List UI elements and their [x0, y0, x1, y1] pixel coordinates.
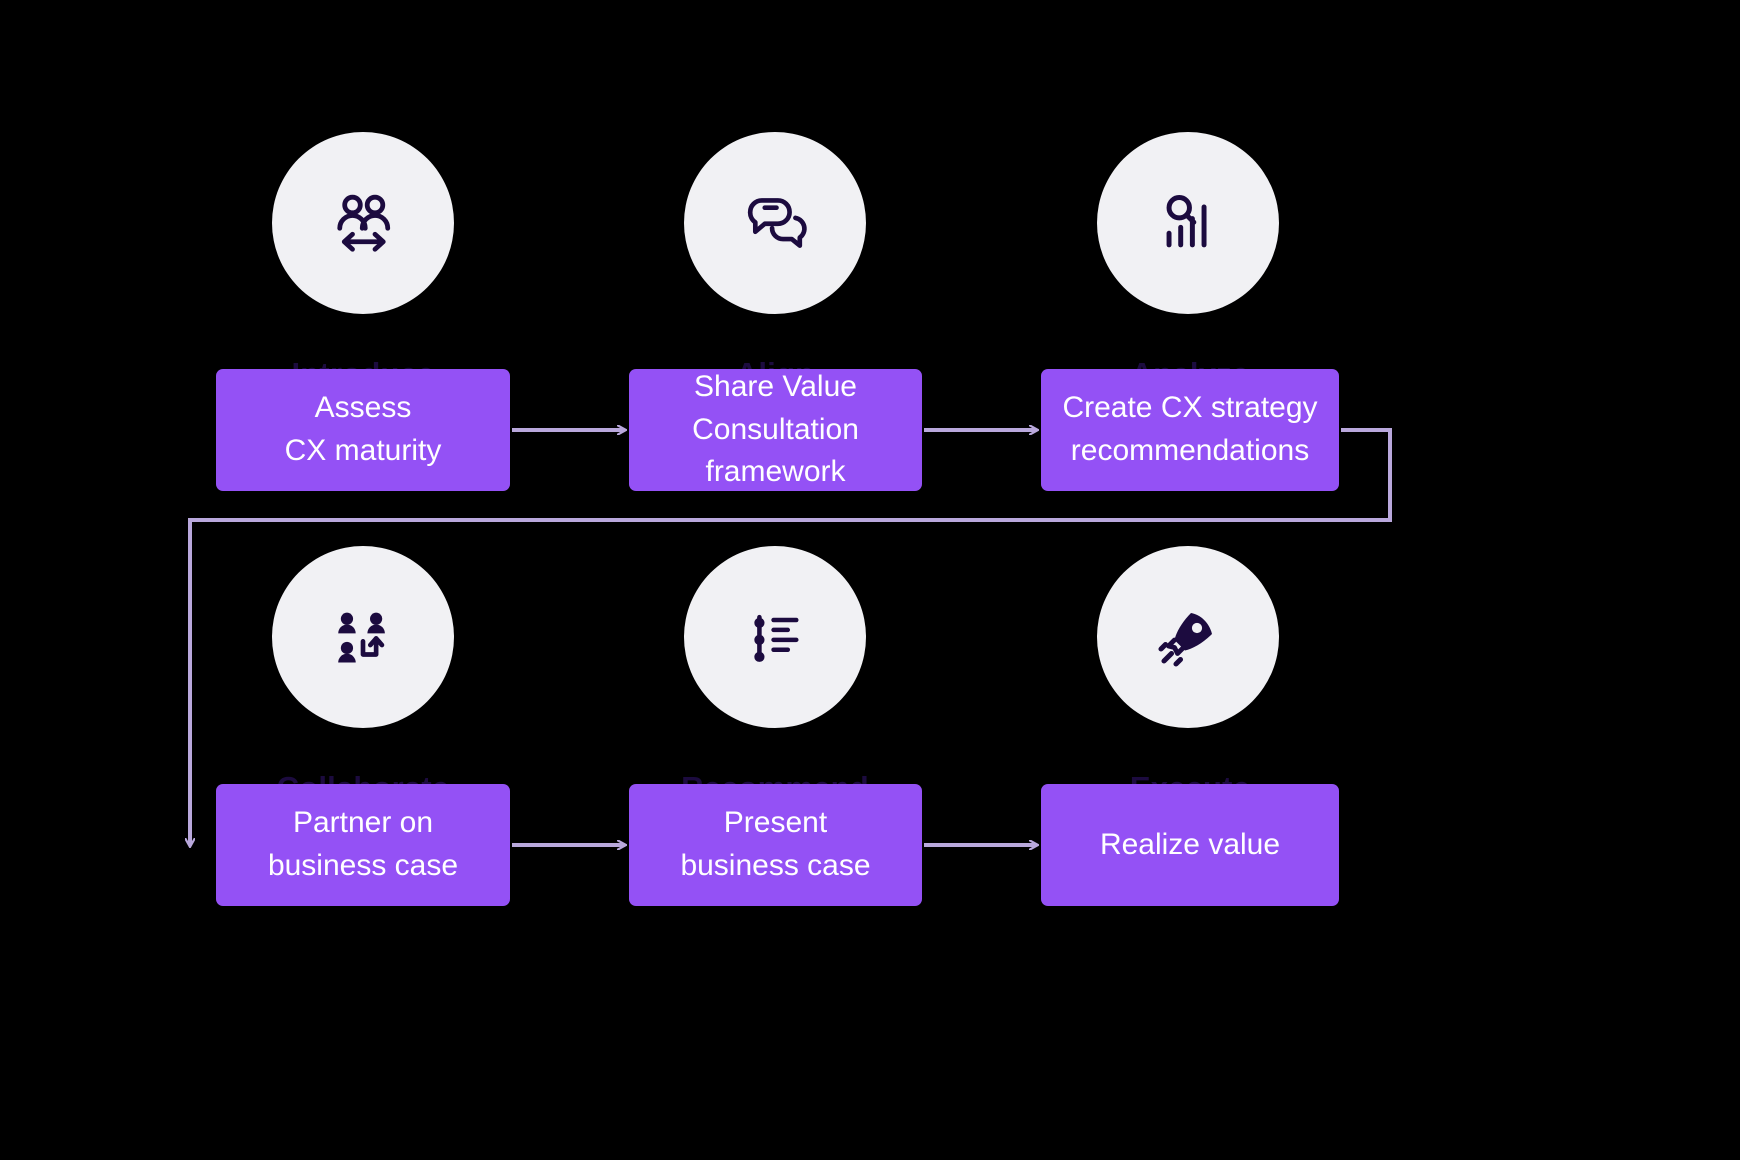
step-box-present-business-case[interactable]: Present business case	[629, 784, 922, 906]
checklist-timeline-icon	[741, 603, 809, 671]
icon-badge-collaborate	[272, 546, 454, 728]
step-box-text: Partner on business case	[267, 806, 459, 882]
step-box-text: Share Value Consultation framework	[692, 370, 859, 489]
two-people-exchange-icon	[327, 187, 399, 259]
speech-bubbles-icon	[740, 188, 810, 258]
step-box-share-value-consultation-framework[interactable]: Share Value Consultation framework	[629, 369, 922, 491]
step-box-text: Create CX strategy recommendations	[1062, 391, 1318, 467]
step-box-assess-cx-maturity[interactable]: Assess CX maturity	[216, 369, 510, 491]
bar-chart-search-icon	[1153, 188, 1223, 258]
icon-badge-introduce	[272, 132, 454, 314]
rocket-icon	[1152, 601, 1224, 673]
step-box-realize-value[interactable]: Realize value	[1041, 784, 1339, 906]
icon-badge-analyze	[1097, 132, 1279, 314]
step-box-partner-on-business-case[interactable]: Partner on business case	[216, 784, 510, 906]
step-box-text: Assess CX maturity	[284, 391, 442, 467]
icon-badge-align	[684, 132, 866, 314]
icon-badge-recommend	[684, 546, 866, 728]
icon-badge-execute	[1097, 546, 1279, 728]
step-box-text: Realize value	[1099, 827, 1281, 861]
step-box-create-cx-strategy-recommendations[interactable]: Create CX strategy recommendations	[1041, 369, 1339, 491]
people-workflow-icon	[328, 602, 398, 672]
step-box-text: Present business case	[680, 806, 871, 882]
